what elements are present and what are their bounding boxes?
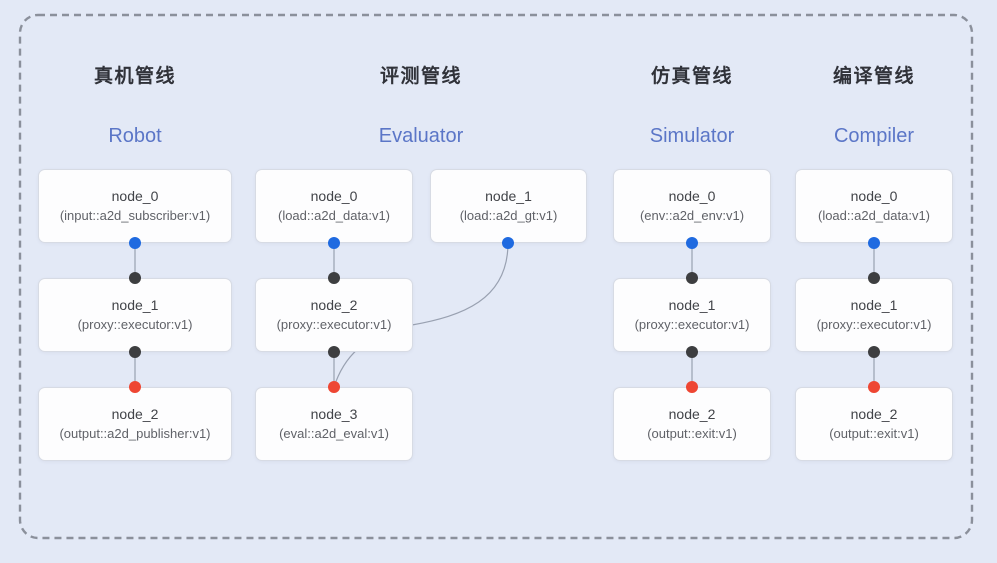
node-name-label: node_1 [668,297,716,313]
node-card-evaluator-node_3: node_3(eval::a2d_eval:v1) [255,387,413,461]
node-card-simulator-node_0: node_0(env::a2d_env:v1) [613,169,771,243]
port-dot-blue-evaluator-node_0-output [328,237,340,249]
node-name-label: node_2 [850,406,898,422]
node-type-label: (load::a2d_data:v1) [277,208,391,223]
port-dot-blue-simulator-node_0-output [686,237,698,249]
port-dot-black-robot-node_1-output [129,346,141,358]
node-name-label: node_1 [850,297,898,313]
pipeline-title-en-robot: Robot [108,125,162,147]
port-dot-black-evaluator-node_2-input [328,272,340,284]
port-dot-black-compiler-node_1-input [868,272,880,284]
node-card-robot-node_0: node_0(input::a2d_subscriber:v1) [38,169,232,243]
node-name-label: node_2 [668,406,716,422]
node-card-compiler-node_1: node_1(proxy::executor:v1) [795,278,953,352]
pipeline-title-zh-robot: 真机管线 [93,66,177,87]
node-type-label: (load::a2d_gt:v1) [459,208,558,223]
node-type-label: (env::a2d_env:v1) [639,208,745,223]
node-card-compiler-node_0: node_0(load::a2d_data:v1) [795,169,953,243]
node-type-label: (output::exit:v1) [647,426,737,441]
pipeline-title-zh-simulator: 仿真管线 [650,66,734,87]
dashed-frame-border [18,13,974,540]
node-name-label: node_0 [310,188,358,204]
port-dot-blue-robot-node_0-output [129,237,141,249]
node-type-label: (proxy::executor:v1) [634,317,750,332]
node-card-compiler-node_2: node_2(output::exit:v1) [795,387,953,461]
node-type-label: (eval::a2d_eval:v1) [279,426,389,441]
port-dot-black-simulator-node_1-output [686,346,698,358]
port-dot-red-compiler-node_2-input [868,381,880,393]
node-type-label: (proxy::executor:v1) [77,317,193,332]
node-name-label: node_2 [111,406,159,422]
node-name-label: node_3 [310,406,358,422]
node-name-label: node_0 [668,188,716,204]
node-card-evaluator-node_1: node_1(load::a2d_gt:v1) [430,169,587,243]
node-type-label: (proxy::executor:v1) [276,317,392,332]
node-name-label: node_0 [111,188,159,204]
node-type-label: (proxy::executor:v1) [816,317,932,332]
node-type-label: (load::a2d_data:v1) [817,208,931,223]
node-name-label: node_0 [850,188,898,204]
port-dot-red-robot-node_2-input [129,381,141,393]
node-type-label: (input::a2d_subscriber:v1) [59,208,211,223]
node-name-label: node_2 [310,297,358,313]
node-name-label: node_1 [485,188,532,204]
node-name-label: node_1 [111,297,159,313]
pipeline-title-en-simulator: Simulator [649,125,735,147]
port-dot-black-robot-node_1-input [129,272,141,284]
port-dot-black-simulator-node_1-input [686,272,698,284]
port-dot-red-simulator-node_2-input [686,381,698,393]
port-dot-black-evaluator-node_2-output [328,346,340,358]
node-type-label: (output::exit:v1) [829,426,919,441]
pipeline-title-en-compiler: Compiler [833,125,915,147]
node-card-evaluator-node_2: node_2(proxy::executor:v1) [255,278,413,352]
port-dot-black-compiler-node_1-output [868,346,880,358]
port-dot-red-evaluator-node_3-input [328,381,340,393]
node-type-label: (output::a2d_publisher:v1) [59,426,211,441]
pipeline-title-en-evaluator: Evaluator [378,125,464,147]
port-dot-blue-compiler-node_0-output [868,237,880,249]
node-card-evaluator-node_0: node_0(load::a2d_data:v1) [255,169,413,243]
port-dot-blue-evaluator-node_1-output [502,237,514,249]
pipeline-title-zh-compiler: 编译管线 [832,66,916,87]
node-card-robot-node_2: node_2(output::a2d_publisher:v1) [38,387,232,461]
pipeline-title-zh-evaluator: 评测管线 [379,66,463,87]
